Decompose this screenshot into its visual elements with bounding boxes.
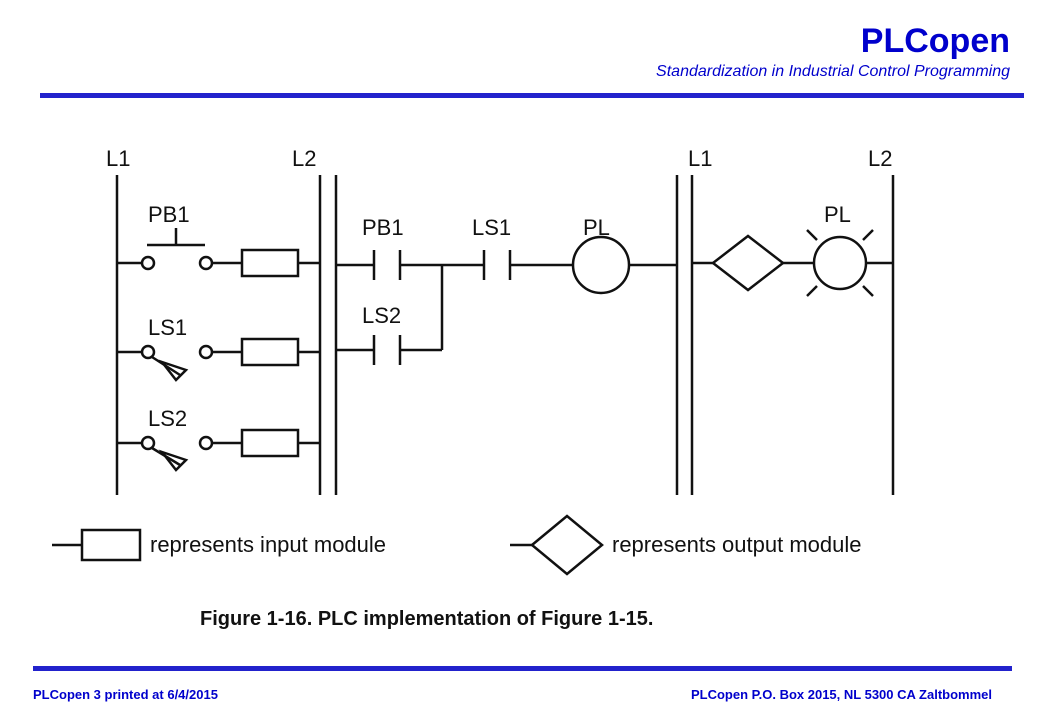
label-input-pb1: PB1	[148, 202, 190, 227]
input-row-pb1	[117, 228, 320, 278]
output-row	[692, 229, 893, 297]
label-lamp-pl: PL	[824, 202, 851, 227]
footer-left: PLCopen 3 printed at 6/4/2015	[33, 687, 218, 702]
label-input-ls2: LS2	[148, 406, 187, 431]
figure-caption: Figure 1-16. PLC implementation of Figur…	[200, 608, 653, 630]
label-l2-right: L2	[868, 146, 892, 171]
label-contact-ls1: LS1	[472, 215, 511, 240]
legend-input-symbol	[52, 528, 142, 562]
label-contact-ls2: LS2	[362, 303, 401, 328]
brand-title: PLCopen	[860, 22, 1010, 60]
legend-input-text: represents input module	[150, 532, 386, 557]
legend-output-text: represents output module	[612, 532, 862, 557]
input-row-ls2	[117, 428, 320, 472]
label-l1-right: L1	[688, 146, 712, 171]
legend-output-symbol	[510, 514, 604, 576]
label-l1-left: L1	[106, 146, 130, 171]
label-l2-left: L2	[292, 146, 316, 171]
ladder-rung	[336, 235, 677, 365]
label-coil-pl: PL	[583, 215, 610, 240]
footer-right: PLCopen P.O. Box 2015, NL 5300 CA Zaltbo…	[690, 687, 992, 702]
label-input-ls1: LS1	[148, 315, 187, 340]
input-row-ls1	[117, 337, 320, 382]
label-contact-pb1: PB1	[362, 215, 404, 240]
footer-rule	[33, 666, 1012, 671]
header-rule	[40, 93, 1024, 98]
brand-tagline: Standardization in Industrial Control Pr…	[656, 63, 1010, 80]
